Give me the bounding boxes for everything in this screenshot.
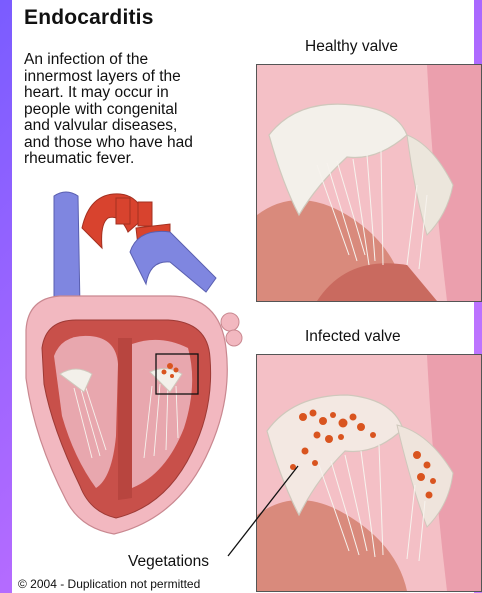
description-line: innermost layers of the [24,69,256,86]
description-line: heart. It may occur in [24,85,256,102]
heart-illustration [20,188,250,540]
description-line: and those who have had [24,135,256,152]
description-line: and valvular diseases, [24,118,256,135]
vegetations-label: Vegetations [128,553,209,571]
description-line: people with congenital [24,102,256,119]
infected-valve-inset [256,354,482,592]
copyright-notice: © 2004 - Duplication not permitted [18,577,200,591]
page-title: Endocarditis [24,6,154,30]
description-line: An infection of the [24,52,256,69]
healthy-valve-label: Healthy valve [305,38,398,56]
description-line: rheumatic fever. [24,151,256,168]
heart-drawing [20,188,250,540]
healthy-valve-inset [256,64,482,302]
infected-valve-label: Infected valve [305,328,401,346]
description: An infection of the innermost layers of … [24,52,256,168]
healthy-valve-drawing [257,65,481,301]
infected-valve-drawing [257,355,481,591]
